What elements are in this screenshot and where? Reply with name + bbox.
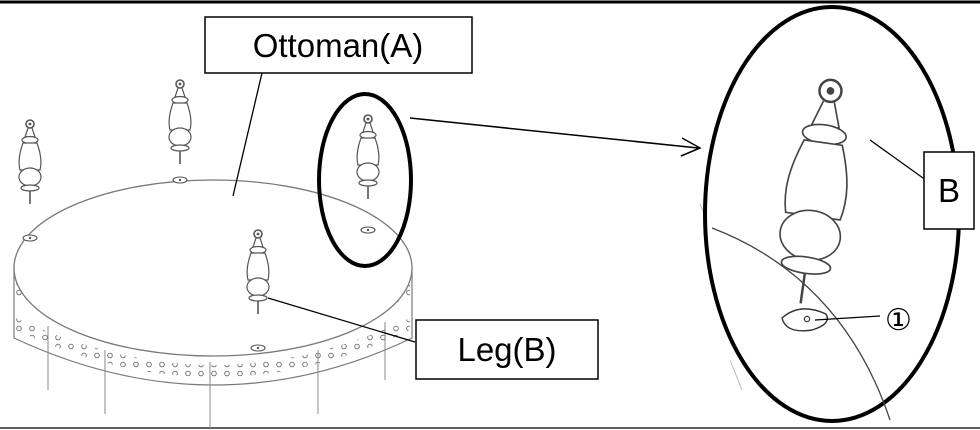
hole-marker-label: ①: [885, 303, 912, 338]
detail-b-leader-line: [869, 139, 931, 184]
ottoman-drawing: [13, 179, 413, 428]
detail-view: B ①: [699, 5, 975, 423]
ottoman-studs-lower: [16, 318, 410, 377]
ottoman-label-box: Ottoman(A): [204, 16, 473, 74]
ottoman-leader-line: [232, 72, 263, 197]
detail-leg-sketch: [779, 78, 848, 304]
leg-label-box: Leg(B): [415, 319, 599, 380]
highlight-ellipse: [317, 92, 413, 268]
ottoman-top: [13, 179, 413, 357]
detail-arrow: [409, 117, 702, 157]
hole-marker-leader-line: [814, 315, 881, 321]
detail-ottoman-edge: [711, 227, 891, 421]
leg-sketch-back: [168, 79, 192, 184]
leg-label: Leg(B): [457, 331, 556, 368]
detail-b-label: B: [938, 172, 960, 209]
leg-sketch-left: [18, 119, 42, 242]
leg-leader-line: [267, 297, 416, 343]
ottoman-label: Ottoman(A): [253, 27, 424, 64]
detail-b-box: [923, 151, 975, 230]
detail-mounting-plate: [781, 308, 829, 332]
